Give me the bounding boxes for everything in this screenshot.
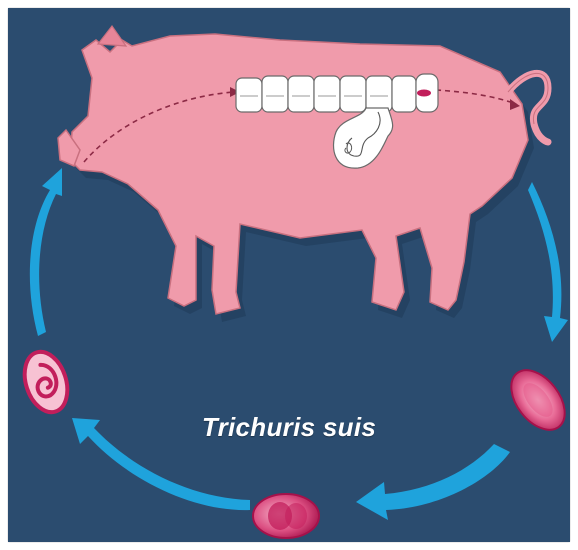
- parasite-name-label: Trichuris suis: [0, 412, 578, 443]
- large-intestine: [236, 74, 438, 112]
- developing-egg: [253, 494, 319, 538]
- egg-in-intestine: [417, 90, 431, 97]
